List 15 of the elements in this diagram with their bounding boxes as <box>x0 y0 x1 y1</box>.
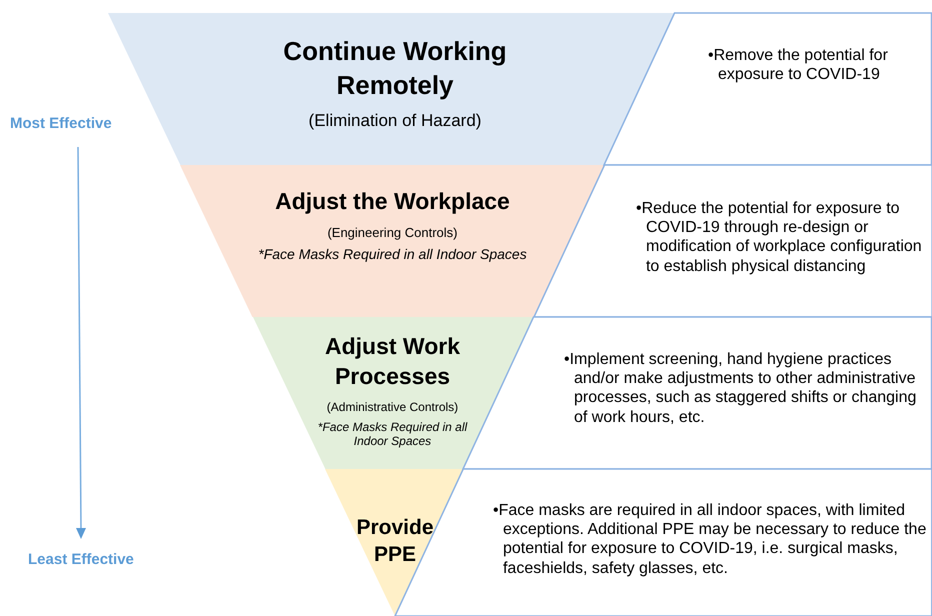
effectiveness-label: Least Effective <box>28 551 134 568</box>
band-note: *Face Masks Required in all Indoor Spaces <box>316 420 468 449</box>
band-title: Continue Working Remotely <box>282 35 508 102</box>
band-subtitle: (Elimination of Hazard) <box>308 110 482 131</box>
effectiveness-label: Most Effective <box>10 115 112 132</box>
bullet-text: •Reduce the potential for exposure to COVID-19 through re-design or modification of workplace configuration to establish physical distancing <box>636 199 923 276</box>
bullet-text: •Face masks are required in all indoor spaces, with limited exceptions. Additional PPE may be necessary to reduce the potential for exposure to COVID-19, i.e. surgical masks, faceshields, safety glasses, etc. <box>492 501 928 578</box>
bullet-text: •Implement screening, hand hygiene practices and/or make adjustments to other administrative processes, such as staggered shifts or changing of work hours, etc. <box>564 350 918 427</box>
band-subtitle: (Administrative Controls) <box>326 400 460 414</box>
band-title: Provide PPE <box>355 515 434 568</box>
band-title: Adjust Work Processes <box>324 332 461 391</box>
band-subtitle: (Engineering Controls) <box>326 224 459 240</box>
band-note: *Face Masks Required in all Indoor Spaces <box>257 246 528 263</box>
band-title: Adjust the Workplace <box>274 187 511 216</box>
bullet-text: •Remove the potential for exposure to COVID-19 <box>708 46 889 84</box>
